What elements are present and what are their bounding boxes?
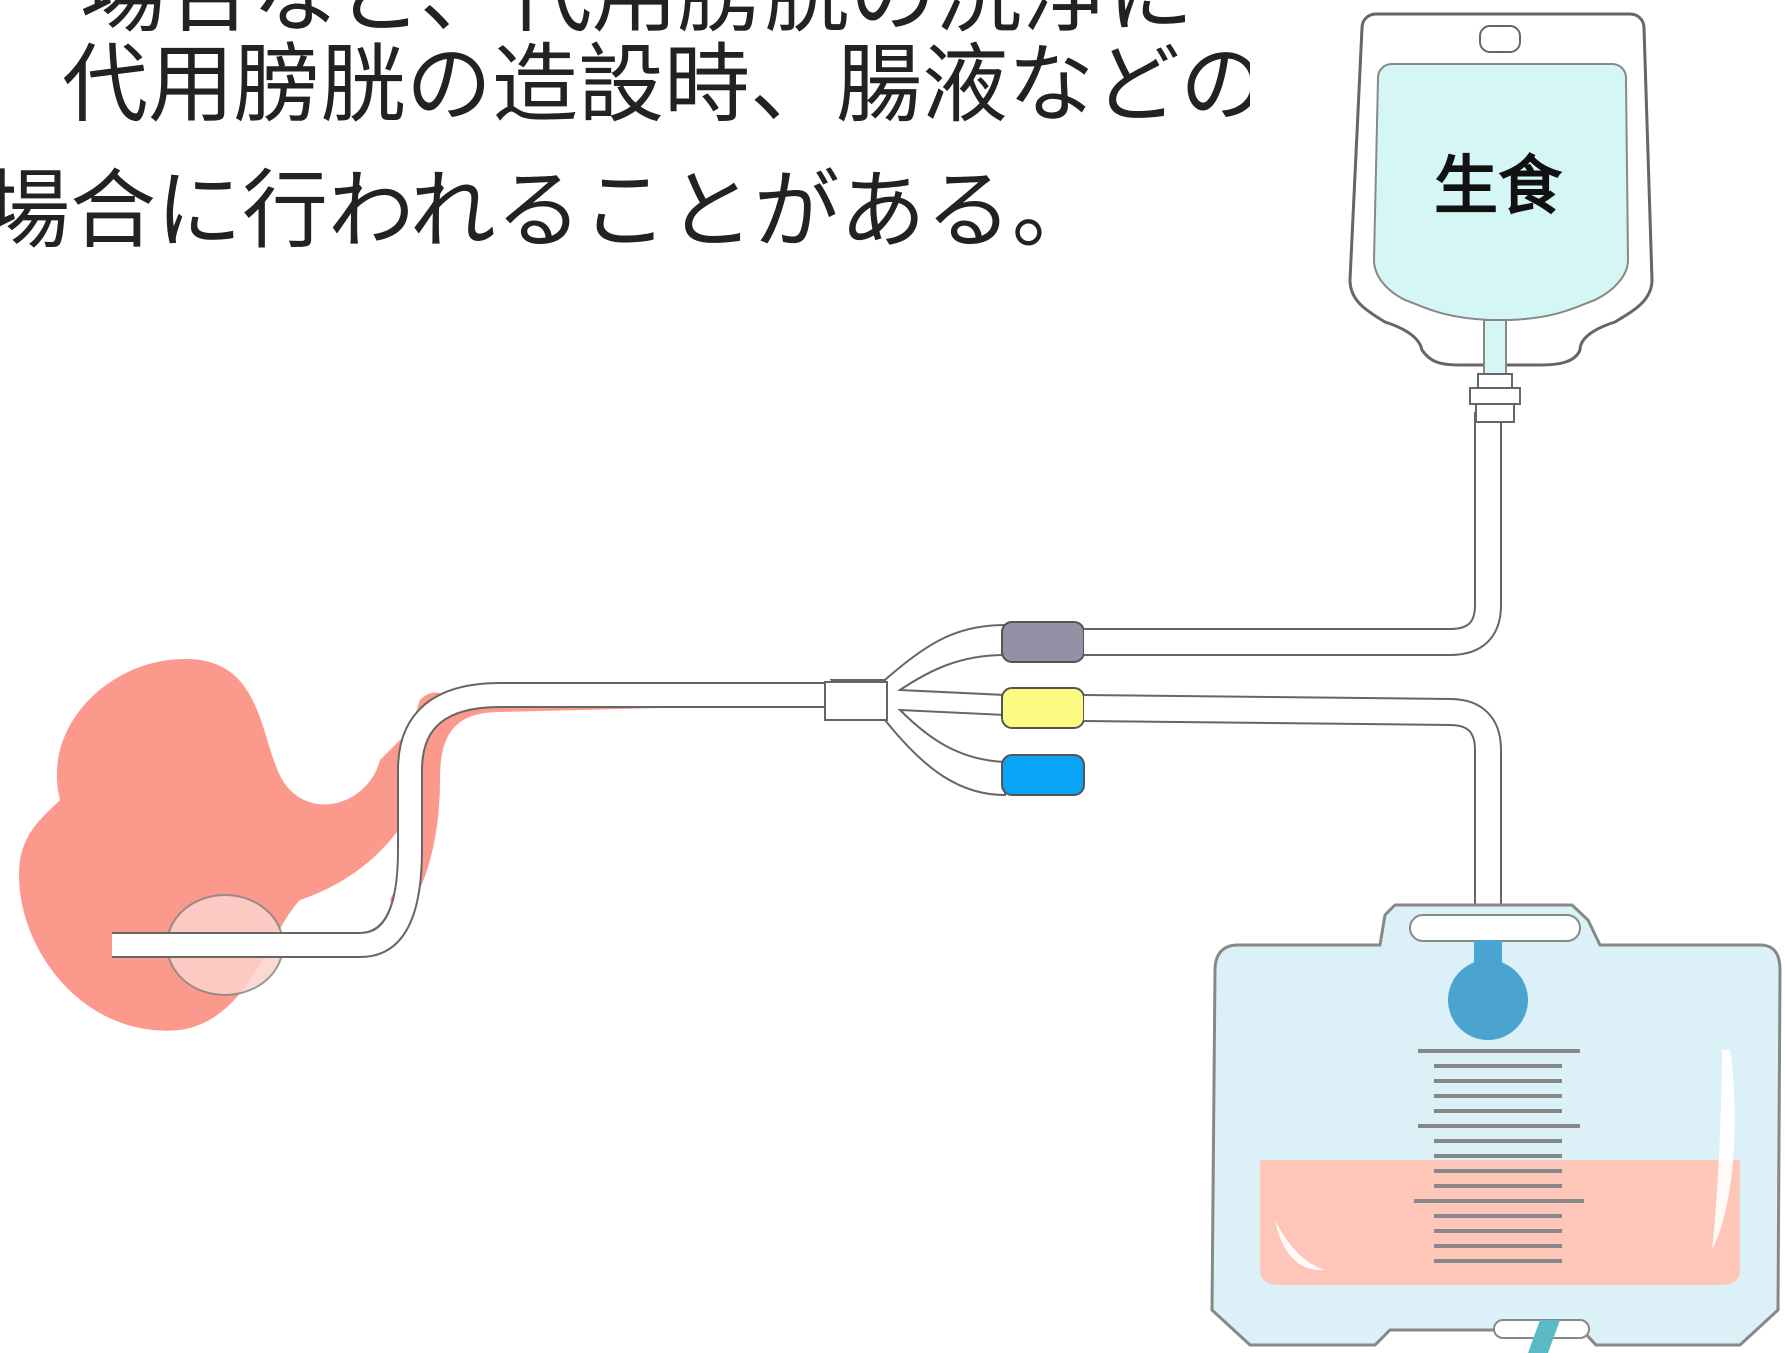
outflow-tube (1083, 696, 1500, 945)
port-yellow (1001, 687, 1085, 729)
saline-bag-hanger (1479, 25, 1521, 53)
saline-bag-port (1477, 373, 1513, 389)
catheter-tube (112, 684, 830, 956)
catheter-shadow (390, 690, 780, 920)
drainage-bag-connector (1448, 960, 1528, 1040)
urinary-catheter-icon (112, 412, 1502, 958)
saline-bag-icon: 生食 (1348, 12, 1654, 423)
drainage-bag-hanger (1409, 914, 1581, 942)
port-blue (1001, 754, 1085, 796)
caption-line-1: 代用膀胱の造設時、腸液などの (62, 35, 1250, 135)
three-way-junction (884, 623, 1006, 797)
saline-bag-label: 生食 (1434, 150, 1563, 224)
drainage-bag-icon (1210, 903, 1782, 1353)
caption-line-partial: 場合など、代用膀胱の洗浄に (80, 0, 1194, 38)
port-gray (1001, 621, 1085, 663)
caption-text: 場合など、代用膀胱の洗浄に 代用膀胱の造設時、腸液などの 場合に行われることがあ… (0, 0, 1250, 260)
drainage-bag-fluid (1260, 1160, 1740, 1285)
saline-bag-fluid (1372, 63, 1630, 321)
caption-line-2: 場合に行われることがある。 (0, 161, 1098, 260)
drainage-bag-scale (1414, 1049, 1584, 1263)
inflow-tube (1084, 412, 1500, 654)
